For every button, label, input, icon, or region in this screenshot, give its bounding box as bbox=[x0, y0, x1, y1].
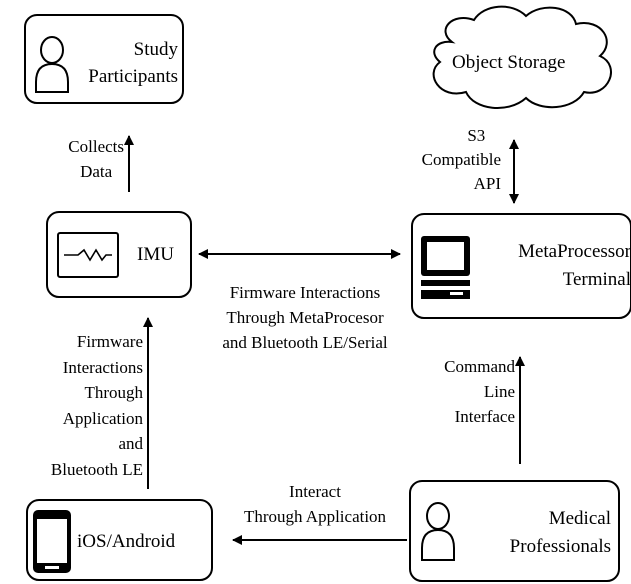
firmware-app-label: Firmware Interactions Through Applicatio… bbox=[51, 329, 143, 482]
firmware-app-line6: Bluetooth LE bbox=[50, 459, 143, 479]
firmware-metaprocessor-line2: Through MetaProcesor bbox=[226, 308, 384, 327]
imu-label: IMU bbox=[137, 244, 174, 265]
medical-professionals-line2: Professionals bbox=[509, 536, 611, 557]
command-line-line3: Interface bbox=[454, 407, 515, 426]
s3-api-line2: Compatible bbox=[421, 150, 501, 169]
metaprocessor-terminal-line2: Terminal bbox=[562, 269, 631, 290]
object-storage-cloud bbox=[432, 5, 612, 110]
computer-terminal-icon bbox=[421, 236, 470, 299]
firmware-app-line4: Application bbox=[62, 408, 143, 428]
command-line-line1: Command bbox=[444, 357, 515, 376]
firmware-app-line5: and bbox=[118, 434, 143, 453]
s3-api-label: S3 Compatible API bbox=[422, 124, 501, 196]
command-line-line2: Line bbox=[483, 382, 515, 401]
object-storage-label: Object Storage bbox=[452, 52, 566, 73]
ios-android-label: iOS/Android bbox=[77, 531, 176, 552]
firmware-metaprocessor-label: Firmware Interactions Through MetaProces… bbox=[195, 280, 415, 355]
medical-professionals-label: Medical Professionals bbox=[510, 505, 611, 561]
imu-sensor-icon bbox=[57, 232, 119, 278]
metaprocessor-terminal-label: MetaProcessor Terminal bbox=[518, 238, 631, 294]
collects-data-line2: Data bbox=[80, 162, 113, 181]
smartphone-icon bbox=[33, 510, 71, 573]
collects-data-label: Collects Data bbox=[68, 134, 124, 184]
ios-android-box bbox=[26, 499, 213, 581]
metaprocessor-terminal-line1: MetaProcessor bbox=[518, 241, 631, 262]
collects-data-line1: Collects bbox=[68, 137, 124, 156]
firmware-metaprocessor-line3: and Bluetooth LE/Serial bbox=[222, 333, 388, 352]
interact-label: Interact Through Application bbox=[215, 479, 415, 529]
command-line-label: Command Line Interface bbox=[444, 354, 515, 429]
interact-line1: Interact bbox=[289, 482, 341, 501]
study-participants-label: Study Participants bbox=[88, 36, 178, 90]
study-participants-line1: Study bbox=[133, 39, 178, 60]
study-participants-box bbox=[24, 14, 184, 104]
s3-api-line3: API bbox=[473, 174, 501, 193]
firmware-app-line3: Through bbox=[84, 383, 143, 402]
person-icon bbox=[35, 36, 69, 93]
s3-api-line1: S3 bbox=[467, 126, 486, 145]
study-participants-line2: Participants bbox=[88, 66, 178, 87]
medical-professionals-box bbox=[409, 480, 620, 582]
firmware-app-line2: Interactions bbox=[62, 357, 143, 377]
medical-professionals-line1: Medical bbox=[548, 508, 611, 529]
person-icon bbox=[421, 502, 455, 561]
firmware-metaprocessor-line1: Firmware Interactions bbox=[229, 283, 381, 302]
firmware-app-line1: Firmware bbox=[76, 332, 143, 351]
interact-line2: Through Application bbox=[243, 507, 387, 526]
